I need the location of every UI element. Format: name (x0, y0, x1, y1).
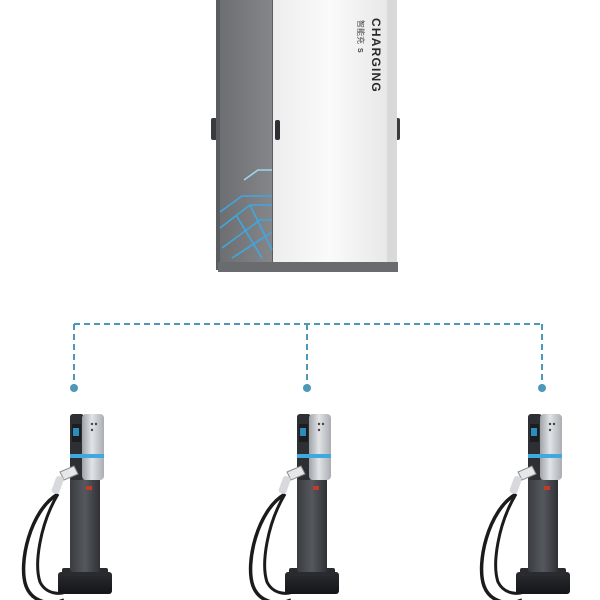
power-cabinet: CHARGING 智能充 S (211, 0, 400, 272)
cabinet-door-handle (275, 120, 280, 140)
cabinet-door (273, 0, 387, 262)
cabinet-base (218, 262, 398, 272)
cabinet-brand-mark: S (356, 48, 363, 53)
connection-nodes (70, 384, 546, 392)
charger-pile-3 (479, 412, 572, 600)
cabinet-brand-label: CHARGING (369, 18, 383, 93)
connection-node-3 (538, 384, 546, 392)
connection-lines (73, 323, 543, 385)
cabinet-side-panel (220, 0, 272, 262)
connection-node-2 (303, 384, 311, 392)
charger-pile-2 (248, 412, 341, 600)
connection-node-1 (70, 384, 78, 392)
cabinet-accent-lines (219, 169, 273, 259)
cabinet-brand-cn: 智能充 (356, 20, 366, 44)
cabinet-door-edge (387, 0, 397, 262)
charger-pile-1 (21, 412, 114, 600)
